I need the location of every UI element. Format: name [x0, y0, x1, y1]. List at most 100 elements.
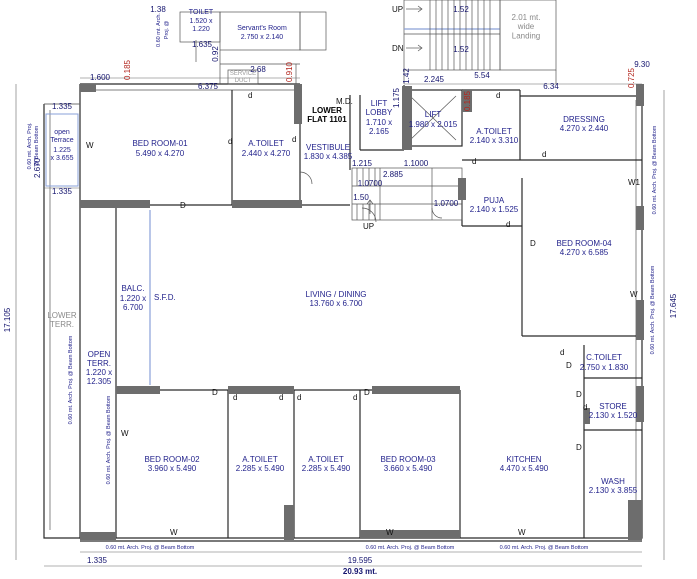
beam-note-left-mid: 0.60 mt. Arch. Proj. @ Beam Bottom — [106, 395, 112, 484]
door-mark-small: d — [292, 135, 296, 144]
dim-stair-0185b: 0.185 — [463, 90, 472, 111]
door-mark-small: d — [279, 393, 283, 402]
dim-stair-634: 6.34 — [543, 82, 559, 91]
beam-note-left-long: 0.60 mt. Arch. Proj. @ Beam Bottom — [68, 335, 74, 424]
dim-top-092: 0.92 — [211, 46, 220, 62]
window-mark: W — [170, 528, 178, 537]
stair-treads-top — [429, 0, 491, 70]
beam-note-toilet-b: Proj. @ — [164, 20, 170, 39]
window-mark: W1 — [628, 178, 641, 187]
room-name-a-toilet-2: A.TOILET — [476, 127, 512, 136]
room-name-kitchen: KITCHEN — [506, 455, 541, 464]
dim-stair-142: 1.42 — [402, 68, 411, 84]
beam-note-left-b: @ Beam Bottom — [34, 125, 40, 166]
door-mark-small: d — [228, 137, 232, 146]
dim-top-138: 1.38 — [150, 5, 166, 14]
door-mark-small: d — [248, 91, 252, 100]
window-mark: W — [386, 528, 394, 537]
beam-note-right-top: 0.60 mt. Arch. Proj. @ Beam Bottom — [652, 125, 658, 214]
open-terrace-outline — [45, 113, 79, 187]
room-name-servants: Servant's Room — [237, 25, 287, 32]
room-name-a-toilet-1: A.TOILET — [248, 139, 284, 148]
window-mark: W — [630, 290, 638, 299]
room-name-a-toilet-3: A.TOILET — [242, 455, 278, 464]
room-dims-kitchen: 4.470 x 5.490 — [500, 464, 549, 473]
dim-1335a: 1.335 — [52, 102, 73, 111]
flat-title: LOWER FLAT 1101 — [307, 106, 347, 124]
dim-2670: 2.670 — [33, 157, 42, 178]
room-dims-bed-room-01: 5.490 x 4.270 — [136, 149, 185, 158]
up-arrow-top-label: UP — [392, 5, 403, 14]
dim-total-width: 20.93 mt. — [343, 567, 377, 576]
room-name-dressing: DRESSING — [563, 115, 605, 124]
room-name-wash: WASH — [601, 477, 625, 486]
dim-stair-1215: 1.215 — [352, 159, 373, 168]
dim-stair-1175: 1.175 — [392, 87, 401, 108]
room-dims-c-toilet: 2.750 x 1.830 — [580, 363, 629, 372]
flat-title-line2: FLAT 1101 — [307, 115, 347, 124]
door-mark: D — [576, 443, 582, 452]
dim-stair-152b: 1.52 — [453, 45, 469, 54]
room-name-puja: PUJA — [484, 196, 505, 205]
room-name-toilet-top: TOILET — [189, 9, 214, 16]
room-name-bed-room-04: BED ROOM-04 — [556, 239, 612, 248]
door-swings — [299, 171, 443, 223]
dim-stair-150: 1.50 — [353, 193, 369, 202]
room-dims-bed-room-02: 3.960 x 5.490 — [148, 464, 197, 473]
dim-right-height: 17.645 — [669, 293, 678, 318]
room-name-bed-room-01: BED ROOM-01 — [132, 139, 188, 148]
dim-stair-152a: 1.52 — [453, 5, 469, 14]
room-dims-servants: 2.750 x 2.140 — [241, 34, 284, 41]
dimension-lines — [15, 77, 665, 567]
door-mark-small: d — [353, 393, 357, 402]
door-mark-small: d — [496, 91, 500, 100]
room-dims-wash: 2.130 x 3.855 — [589, 486, 638, 495]
dim-stair-0725: 0.725 — [627, 67, 636, 88]
dim-top-1600: 1.600 — [90, 73, 111, 82]
room-dims-lift: 1.980 x 2.015 — [409, 120, 458, 129]
room-dims-living-dining: 13.760 x 6.700 — [310, 299, 363, 308]
window-mark: W — [518, 528, 526, 537]
dim-stair-11000: 1.1000 — [404, 159, 429, 168]
room-dims-bed-room-04: 4.270 x 6.585 — [560, 248, 609, 257]
room-dims-a-toilet-1: 2.440 x 4.270 — [242, 149, 291, 158]
dim-stair-554: 5.54 — [474, 71, 490, 80]
room-dims-a-toilet-3: 2.285 x 5.490 — [236, 464, 285, 473]
window-mark: W — [86, 141, 94, 150]
room-name-bed-room-03: BED ROOM-03 — [380, 455, 436, 464]
beam-note-bottom-2: 0.60 mt. Arch. Proj. @ Beam Bottom — [366, 545, 455, 551]
door-mark: D — [180, 201, 186, 210]
dim-top-6375: 6.375 — [198, 82, 219, 91]
beam-notes: 0.60 mt. Arch. Proj. @ Beam Bottom 0.60 … — [27, 13, 658, 551]
door-mark-small: d — [506, 220, 510, 229]
door-mark-small: d — [233, 393, 237, 402]
dn-arrow-top-label: DN — [392, 44, 404, 53]
dim-stair-10700b: 1.0700 — [434, 199, 459, 208]
room-name-c-toilet: C.TOILET — [586, 353, 622, 362]
room-name-vestibule: VESTIBULE — [306, 143, 350, 152]
columns — [80, 84, 644, 540]
openings: D D D D D D D d d d d d d d d d d d d d … — [86, 91, 641, 537]
dim-stair-10700a: 1.0700 — [358, 179, 383, 188]
dim-stair-930: 9.30 — [634, 60, 650, 69]
dim-stair-2885: 2.885 — [383, 170, 404, 179]
dim-left-height: 17.105 — [3, 307, 12, 332]
dim-1335b: 1.335 — [52, 187, 73, 196]
door-mark-small: d — [472, 157, 476, 166]
room-dims-puja: 2.140 x 1.525 — [470, 205, 519, 214]
beam-note-right-long: 0.60 mt. Arch. Proj. @ Beam Bottom — [650, 265, 656, 354]
main-door-label: M.D. — [336, 97, 353, 106]
dim-top-0910: 0.910 — [285, 61, 294, 82]
dim-top-268: 2.68 — [250, 65, 266, 74]
